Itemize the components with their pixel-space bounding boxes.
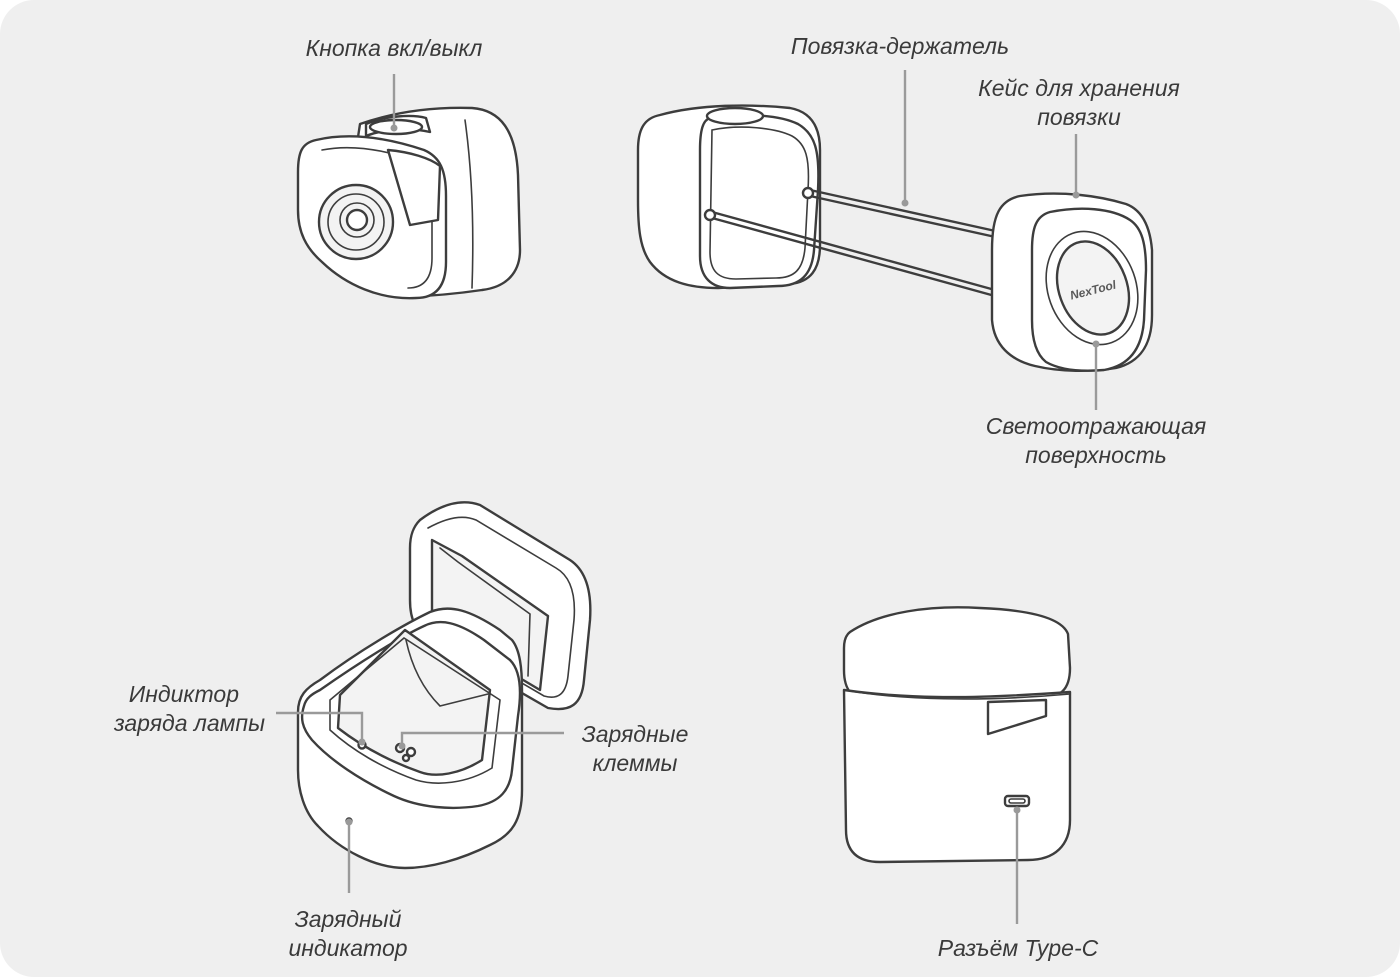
open-charging-case <box>296 501 592 870</box>
callout-lamp-charge-indicator <box>276 711 364 742</box>
label-lamp-charge-indicator: Индиктор заряда лампы <box>113 681 265 736</box>
label-type-c-port: Разъём Type-C <box>937 935 1099 961</box>
label-reflective-surface: Светоотражающая поверхность <box>985 413 1207 468</box>
lamp-with-headband: NexTool <box>636 104 1154 372</box>
label-charging-indicator: Зарядный индикатор <box>288 906 408 961</box>
label-power-button: Кнопка вкл/выкл <box>305 35 483 61</box>
label-storage-case: Кейс для хранения повязки <box>978 75 1180 130</box>
callout-lines <box>276 70 1100 924</box>
lamp-unit <box>296 106 522 300</box>
closed-charging-case <box>842 606 1072 864</box>
callout-charging-terminals <box>400 731 564 746</box>
label-headband: Повязка-держатель <box>790 33 1010 59</box>
label-charging-terminals: Зарядные клеммы <box>581 721 689 776</box>
